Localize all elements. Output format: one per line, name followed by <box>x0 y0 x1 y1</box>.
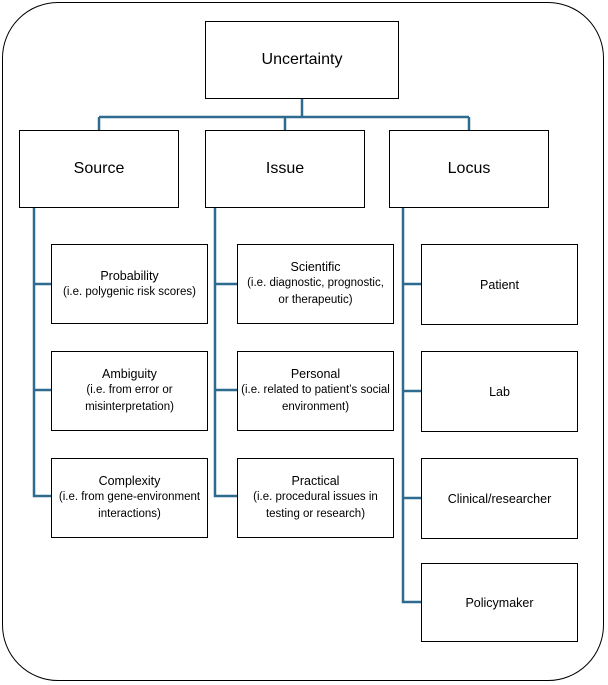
root-label: Uncertainty <box>261 51 343 68</box>
locus-item-patient: Patient <box>421 244 578 325</box>
source-item-ambiguity: Ambiguity (i.e. from error or misinterpr… <box>51 351 208 431</box>
leaf-title: Probability <box>100 268 159 283</box>
locus-item-clinical-researcher: Clinical/researcher <box>421 458 578 539</box>
issue-item-practical: Practical (i.e. procedural issues in tes… <box>237 458 394 538</box>
issue-item-personal: Personal (i.e. related to patient’s soci… <box>237 351 394 431</box>
locus-item-policymaker: Policymaker <box>421 563 578 642</box>
source-item-complexity: Complexity (i.e. from gene-environment i… <box>51 458 208 538</box>
root-node: Uncertainty <box>205 21 399 99</box>
leaf-subtitle: (i.e. diagnostic, prognostic, or therape… <box>247 277 384 306</box>
leaf-subtitle: (i.e. from gene-environment interactions… <box>58 491 201 520</box>
locus-item-lab: Lab <box>421 351 578 432</box>
category-label: Source <box>73 160 125 177</box>
category-locus: Locus <box>389 130 549 208</box>
leaf-title: Practical <box>291 474 340 488</box>
leaf-subtitle: (i.e. from error or misinterpretation) <box>85 384 174 413</box>
leaf-title: Scientific <box>290 260 341 274</box>
leaf-title: Personal <box>290 367 341 381</box>
leaf-title: Clinical/researcher <box>447 491 552 506</box>
leaf-title: Complexity <box>98 474 161 488</box>
category-label: Locus <box>447 160 491 177</box>
leaf-subtitle: (i.e. procedural issues in testing or re… <box>253 491 378 520</box>
connector-issue-spine <box>213 208 237 498</box>
connector-locus-spine <box>401 208 421 604</box>
leaf-title: Policymaker <box>465 595 534 610</box>
leaf-title: Patient <box>480 277 519 292</box>
category-label: Issue <box>265 160 305 177</box>
issue-item-scientific: Scientific (i.e. diagnostic, prognostic,… <box>237 244 394 324</box>
connector-source-spine <box>32 208 51 498</box>
category-issue: Issue <box>205 130 365 208</box>
leaf-subtitle: (i.e. polygenic risk scores) <box>63 285 196 298</box>
source-item-probability: Probability (i.e. polygenic risk scores) <box>51 244 208 324</box>
leaf-title: Lab <box>489 384 510 399</box>
leaf-subtitle: (i.e. related to patient’s social enviro… <box>241 384 390 413</box>
leaf-title: Ambiguity <box>102 367 157 381</box>
category-source: Source <box>19 130 179 208</box>
